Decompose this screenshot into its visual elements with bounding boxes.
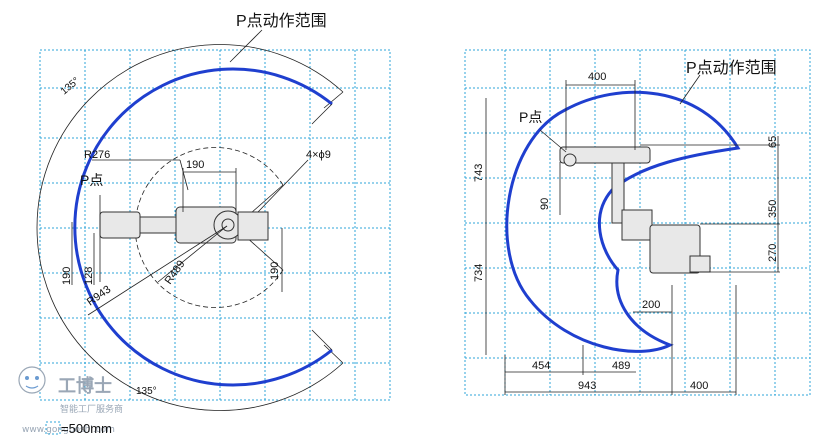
left-title-leader bbox=[229, 29, 263, 63]
left-hole-leader bbox=[257, 159, 309, 213]
right-dim-270: 270 bbox=[767, 244, 779, 262]
left-hole-label: 4×ϕ9 bbox=[306, 149, 331, 161]
right-p-point-label: P点 bbox=[519, 109, 542, 125]
scale-square-icon bbox=[45, 421, 61, 435]
right-dim-350: 350 bbox=[767, 200, 779, 218]
right-dim-400-bottom: 400 bbox=[690, 380, 708, 392]
robot-mascot-icon bbox=[18, 366, 46, 394]
left-inner-limit-arc bbox=[134, 147, 284, 308]
logo-subtitle: 智能工厂服务商 bbox=[60, 403, 123, 415]
left-r276-label: R276 bbox=[84, 149, 110, 161]
left-dim-128: 128 bbox=[83, 267, 95, 285]
right-dim-489: 489 bbox=[612, 360, 630, 372]
left-range-title: P点动作范围 bbox=[236, 12, 327, 30]
right-range-title: P点动作范围 bbox=[686, 59, 777, 77]
right-dim-200: 200 bbox=[642, 299, 660, 311]
left-dim-190-left: 190 bbox=[61, 267, 73, 285]
right-view: P点动作范围 P点 400 65 743 90 350 734 270 200 … bbox=[464, 49, 811, 396]
right-p-leader bbox=[539, 129, 567, 153]
left-envelope-cap-top bbox=[323, 91, 344, 109]
left-range-cap-top bbox=[311, 103, 333, 125]
scale-legend: =500mm bbox=[45, 421, 112, 436]
left-range-arc bbox=[73, 67, 333, 387]
left-dim-190-top: 190 bbox=[186, 159, 204, 171]
right-dim-743: 743 bbox=[473, 164, 485, 182]
left-r489-line bbox=[157, 225, 228, 283]
logo-title: 工博士 bbox=[58, 375, 112, 397]
left-angle-bottom: 135° bbox=[136, 386, 157, 397]
right-dim-734: 734 bbox=[473, 264, 485, 282]
right-dim-943: 943 bbox=[578, 380, 596, 392]
logo-url: www.gongboshi.com bbox=[22, 425, 115, 435]
right-dim-90: 90 bbox=[539, 198, 551, 210]
right-title-leader bbox=[679, 74, 701, 105]
right-dim-400-top: 400 bbox=[588, 71, 606, 83]
scale-label: =500mm bbox=[61, 421, 112, 436]
left-grid-frame bbox=[39, 49, 391, 401]
right-robot-arm bbox=[559, 146, 711, 274]
right-dim-65: 65 bbox=[767, 136, 779, 148]
watermark-logo: 工博士 智能工厂服务商 www.gongboshi.com bbox=[18, 366, 123, 435]
left-outer-envelope bbox=[36, 44, 344, 411]
right-dim-454: 454 bbox=[532, 360, 550, 372]
left-r276-leader-tip bbox=[179, 159, 189, 191]
left-envelope-cap-bottom bbox=[323, 344, 344, 364]
left-p-point-label: P点 bbox=[80, 172, 103, 188]
left-range-cap-bottom bbox=[311, 329, 333, 351]
left-r943-label: R943 bbox=[85, 284, 113, 309]
left-dim-190-right: 190 bbox=[269, 262, 281, 280]
left-r489-label: R489 bbox=[163, 258, 188, 286]
left-robot-arm bbox=[99, 206, 269, 244]
left-view: P点动作范围 135° 135° R276 P点 190 4×ϕ9 R489 R… bbox=[36, 12, 391, 411]
left-r943-line bbox=[87, 225, 228, 316]
left-angle-top: 135° bbox=[59, 76, 82, 98]
